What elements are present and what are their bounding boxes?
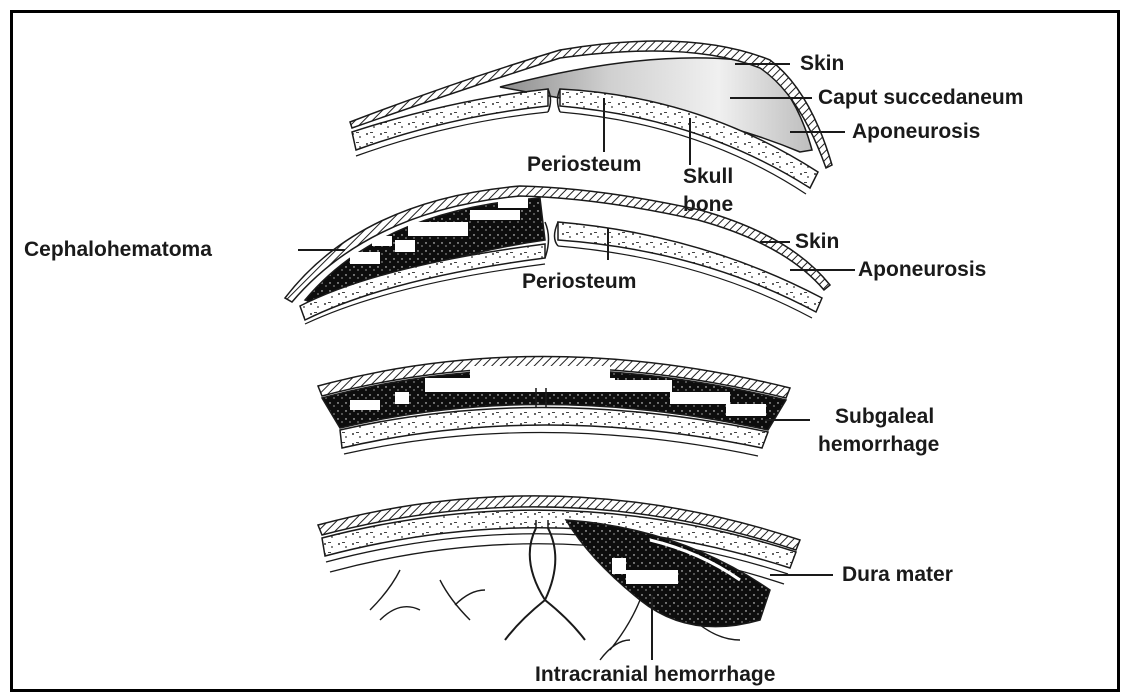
label-dura-mater: Dura mater (842, 563, 953, 587)
label-aponeurosis-1: Aponeurosis (852, 120, 980, 144)
label-subgaleal-line1: Subgaleal (835, 405, 934, 429)
cephalohematoma-bone-right (558, 222, 822, 312)
label-periosteum-2: Periosteum (522, 270, 636, 294)
label-cephalohematoma: Cephalohematoma (24, 238, 212, 262)
label-periosteum-1: Periosteum (527, 153, 641, 177)
label-skull-line1: Skull (683, 165, 733, 189)
label-skin-2: Skin (795, 230, 839, 254)
panel-cephalohematoma (285, 186, 830, 324)
label-subgaleal-line2: hemorrhage (818, 433, 939, 457)
caput-bone-left (352, 89, 548, 150)
label-intracranial-hemorrhage: Intracranial hemorrhage (535, 663, 775, 687)
panel-subgaleal (318, 356, 790, 456)
label-skin-1: Skin (800, 52, 844, 76)
panel-intracranial (318, 496, 800, 660)
label-aponeurosis-2: Aponeurosis (858, 258, 986, 282)
label-skull-line2: bone (683, 193, 733, 217)
label-caput-succedaneum: Caput succedaneum (818, 86, 1023, 110)
